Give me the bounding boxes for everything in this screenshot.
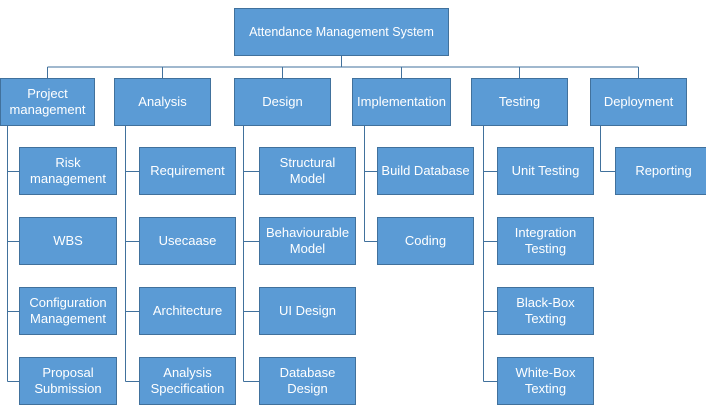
task-reporting: Reporting [615,147,706,195]
task-integration-testing: Integration Testing [497,217,594,265]
task-usecaase: Usecaase [139,217,236,265]
root-node: Attendance Management System [234,8,449,56]
branch-deployment: Deployment [590,78,687,126]
task-black-box-texting: Black-Box Texting [497,287,594,335]
task-configuration-management: Configuration Management [19,287,117,335]
branch-testing: Testing [471,78,568,126]
task-structural-model: Structural Model [259,147,356,195]
task-wbs: WBS [19,217,117,265]
task-build-database: Build Database [377,147,474,195]
branch-project-management: Project management [0,78,95,126]
task-architecture: Architecture [139,287,236,335]
task-proposal-submission: Proposal Submission [19,357,117,405]
task-ui-design: UI Design [259,287,356,335]
branch-analysis: Analysis [114,78,211,126]
task-risk-management: Risk management [19,147,117,195]
task-unit-testing: Unit Testing [497,147,594,195]
task-database-design: Database Design [259,357,356,405]
branch-implementation: Implementation [352,78,451,126]
task-analysis-specification: Analysis Specification [139,357,236,405]
task-requirement: Requirement [139,147,236,195]
task-behaviourable-model: Behaviourable Model [259,217,356,265]
task-coding: Coding [377,217,474,265]
task-white-box-texting: White-Box Texting [497,357,594,405]
branch-design: Design [234,78,331,126]
